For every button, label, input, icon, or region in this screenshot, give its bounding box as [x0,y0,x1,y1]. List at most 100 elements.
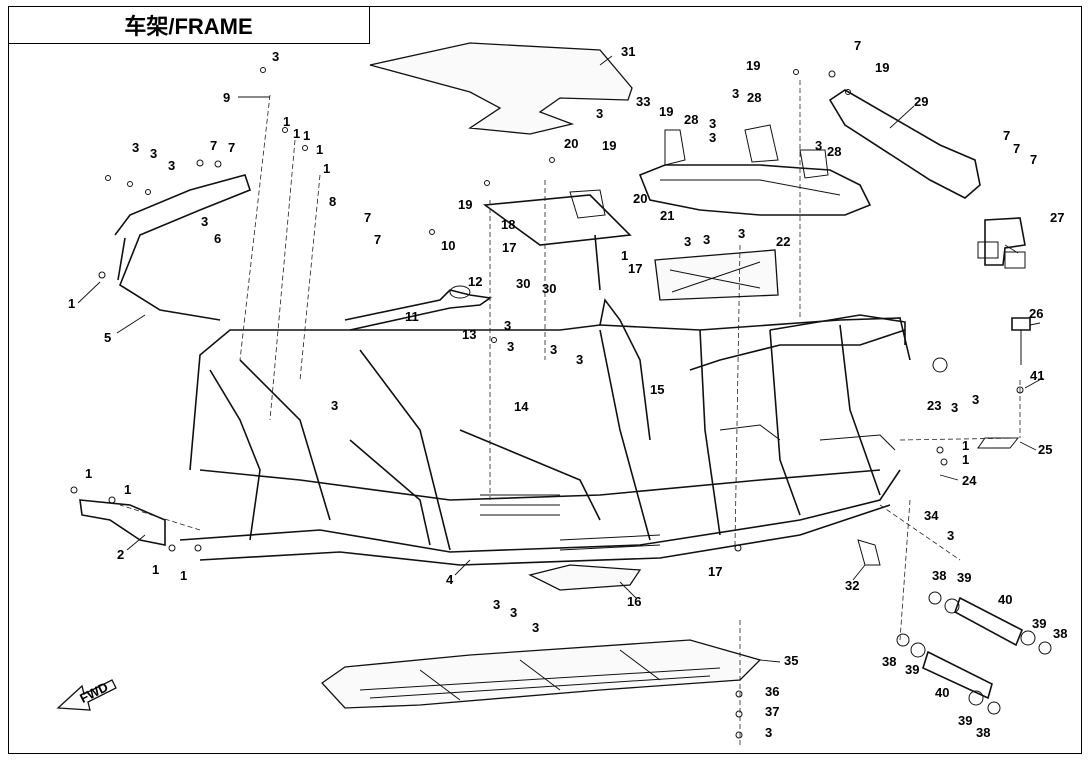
callout-7: 7 [228,140,235,155]
callout-3: 3 [507,339,514,354]
callout-3: 3 [709,130,716,145]
callout-19: 19 [875,60,889,75]
callout-22: 22 [776,234,790,249]
callout-39: 39 [905,662,919,677]
callout-4: 4 [446,572,454,587]
callout-3: 3 [504,318,511,333]
callout-3: 3 [550,342,557,357]
callout-3: 3 [493,597,500,612]
callout-3: 3 [576,352,583,367]
callout-39: 39 [958,713,972,728]
callout-40: 40 [935,685,949,700]
callout-28: 28 [827,144,841,159]
callout-17: 17 [502,240,516,255]
svg-text:FWD: FWD [77,679,110,706]
page-title: 车架/FRAME [124,13,253,39]
callout-7: 7 [1030,152,1037,167]
callout-20: 20 [633,191,647,206]
callout-18: 18 [501,217,515,232]
callout-29: 29 [914,94,928,109]
callout-30: 30 [516,276,530,291]
callout-10: 10 [441,238,455,253]
callout-3: 3 [132,140,139,155]
callout-1: 1 [85,466,92,481]
callout-16: 16 [627,594,641,609]
part-21-rack [638,124,872,216]
part-40-swing-arms [896,591,1052,715]
callout-17: 17 [708,564,722,579]
callout-1: 1 [316,142,323,157]
callout-35: 35 [784,653,798,668]
callout-6: 6 [214,231,221,246]
callout-33: 33 [636,94,650,109]
part-22-plate [654,249,779,301]
callout-12: 12 [468,274,482,289]
callout-3: 3 [951,400,958,415]
callout-1: 1 [124,482,131,497]
callout-3: 3 [703,232,710,247]
callout-11: 11 [405,309,419,324]
callout-3: 3 [201,214,208,229]
callout-31: 31 [621,44,635,59]
part-32-bracket [857,539,881,566]
part-31-tray [369,42,633,135]
callout-7: 7 [854,38,861,53]
callout-1: 1 [621,248,628,263]
callout-39: 39 [1032,616,1046,631]
callout-1: 1 [323,161,330,176]
callout-3: 3 [947,528,954,543]
leader-lines [77,55,1044,663]
callout-30: 30 [542,281,556,296]
callout-3: 3 [532,620,539,635]
callout-36: 36 [765,684,779,699]
callout-21: 21 [660,208,674,223]
callout-3: 3 [732,86,739,101]
callout-37: 37 [765,704,779,719]
callout-1: 1 [152,562,159,577]
callout-7: 7 [1013,141,1020,156]
fwd-arrow-icon: FWD [56,679,117,711]
title-block: 车架/FRAME [8,6,370,44]
callout-25: 25 [1038,442,1052,457]
callout-38: 38 [882,654,896,669]
callout-3: 3 [684,234,691,249]
callout-28: 28 [747,90,761,105]
callout-labels: 9 3 31 33 3 19 3 28 28 3 3 19 7 19 29 28… [68,38,1067,740]
callout-15: 15 [650,382,664,397]
callout-32: 32 [845,578,859,593]
callout-20: 20 [564,136,578,151]
callout-3: 3 [168,158,175,173]
callout-34: 34 [924,508,939,523]
part-35-skid-plate [321,639,762,709]
callout-27: 27 [1050,210,1064,225]
part-25-pad [977,437,1020,449]
part-12-crossbar [344,285,493,331]
callout-19: 19 [746,58,760,73]
callout-7: 7 [210,138,217,153]
callout-3: 3 [765,725,772,740]
fasteners [70,67,1024,739]
callout-5: 5 [104,330,111,345]
callout-23: 23 [927,398,941,413]
callout-9: 9 [223,90,230,105]
callout-3: 3 [150,146,157,161]
callout-1: 1 [180,568,187,583]
callout-39: 39 [957,570,971,585]
part-16-guard [528,564,642,591]
callout-19: 19 [602,138,616,153]
callout-7: 7 [374,232,381,247]
callout-13: 13 [462,327,476,342]
callout-1: 1 [303,128,310,143]
callout-7: 7 [364,210,371,225]
callout-28: 28 [684,112,698,127]
callout-38: 38 [1053,626,1067,641]
callout-3: 3 [972,392,979,407]
callout-3: 3 [272,49,279,64]
callout-1: 1 [962,452,969,467]
callout-19: 19 [458,197,472,212]
callout-3: 3 [596,106,603,121]
callout-1: 1 [283,114,290,129]
callout-24: 24 [962,473,977,488]
callout-2: 2 [117,547,124,562]
